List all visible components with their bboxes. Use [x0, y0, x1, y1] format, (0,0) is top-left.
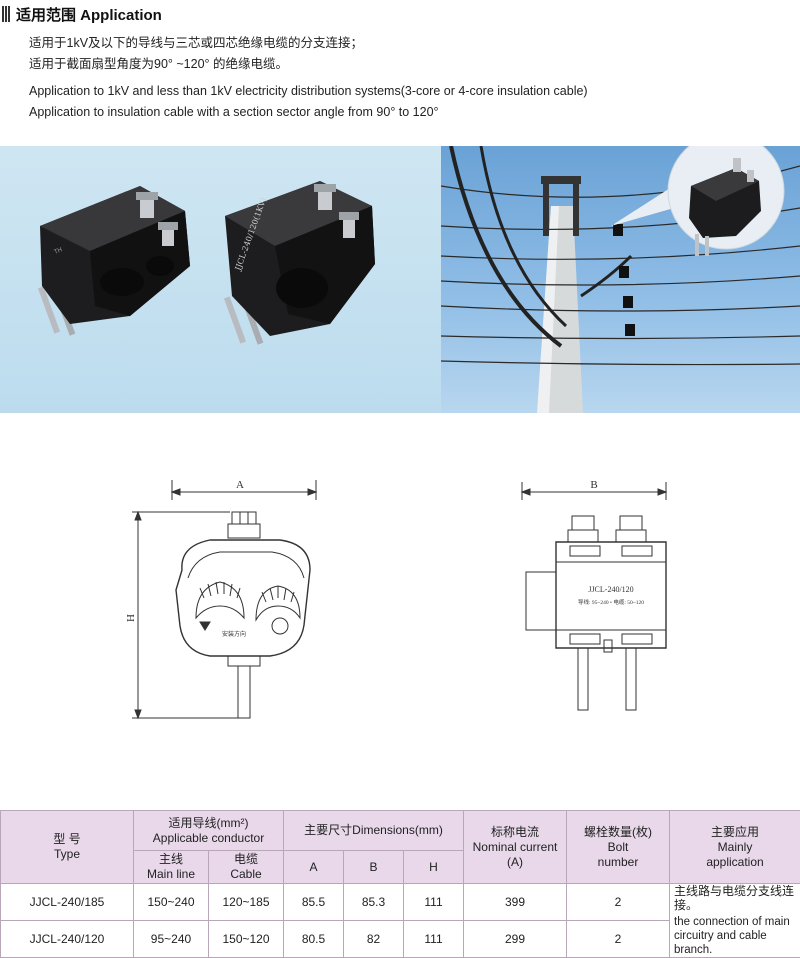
cell-type: JJCL-240/120	[1, 921, 134, 958]
product-photo: TH JJCL-240/120(1KV)	[0, 146, 441, 413]
front-view-drawing	[132, 480, 316, 718]
dim-a-label: A	[236, 479, 244, 491]
cell-b: 85.3	[344, 884, 404, 921]
cell-a: 80.5	[284, 921, 344, 958]
cell-current: 399	[464, 884, 567, 921]
connector-photo-1: TH	[38, 186, 190, 413]
header-h: H	[404, 851, 464, 884]
header-type: 型 号 Type	[1, 811, 134, 884]
section-header: 适用范围 Application	[0, 6, 162, 22]
header-b: B	[344, 851, 404, 884]
application-zh: 主线路与电缆分支线连接。	[674, 884, 800, 912]
cell-application: 主线路与电缆分支线连接。 the connection of main circ…	[670, 884, 800, 958]
intro-en-line-1: Application to 1kV and less than 1kV ele…	[29, 81, 588, 102]
cell-type: JJCL-240/185	[1, 884, 134, 921]
header-cable: 电缆 Cable	[209, 851, 284, 884]
header-main-line: 主线 Main line	[134, 851, 209, 884]
side-model-label: JJCL-240/120	[588, 585, 633, 594]
cell-bolts: 2	[567, 921, 670, 958]
header-conductor: 适用导线(mm²) Applicable conductor	[134, 811, 284, 851]
header-current: 标称电流 Nominal current (A)	[464, 811, 567, 884]
intro-en-line-2: Application to insulation cable with a s…	[29, 102, 588, 123]
cell-h: 111	[404, 884, 464, 921]
cell-main: 150~240	[134, 884, 209, 921]
installation-photo	[441, 146, 800, 413]
connector-photo-2: JJCL-240/120(1KV)	[224, 181, 375, 345]
side-view-drawing	[522, 482, 666, 710]
cell-cable: 150~120	[209, 921, 284, 958]
intro-zh-line-1: 适用于1kV及以下的导线与三芯或四芯绝缘电缆的分支连接；	[29, 33, 588, 54]
application-en: the connection of main circuitry and cab…	[674, 916, 790, 956]
cell-h: 111	[404, 921, 464, 958]
cell-bolts: 2	[567, 884, 670, 921]
front-mark-label: 安装方向	[222, 630, 246, 638]
cell-main: 95~240	[134, 921, 209, 958]
cell-a: 85.5	[284, 884, 344, 921]
table-row: JJCL-240/185 150~240 120~185 85.5 85.3 1…	[1, 884, 800, 921]
header-bar-icon	[2, 6, 10, 22]
dim-h-label: H	[125, 614, 137, 622]
section-title: 适用范围 Application	[16, 4, 162, 25]
cell-cable: 120~185	[209, 884, 284, 921]
intro-text: 适用于1kV及以下的导线与三芯或四芯绝缘电缆的分支连接； 适用于截面扇型角度为9…	[29, 33, 588, 123]
header-a: A	[284, 851, 344, 884]
intro-zh-line-2: 适用于截面扇型角度为90° ~120° 的绝缘电缆。	[29, 54, 588, 75]
cell-current: 299	[464, 921, 567, 958]
photo-strip: TH JJCL-240/120(1KV)	[0, 146, 800, 413]
side-sub-label: 导线: 95~240 • 电缆: 50~120	[578, 598, 644, 606]
cell-b: 82	[344, 921, 404, 958]
dim-b-label: B	[590, 479, 597, 491]
header-application: 主要应用 Mainly application	[670, 811, 800, 884]
header-bolts: 螺栓数量(枚) Bolt number	[567, 811, 670, 884]
header-dimensions: 主要尺寸Dimensions(mm)	[284, 811, 464, 851]
technical-drawings: A H 安装方向 B JJC	[0, 470, 800, 730]
spec-table: 型 号 Type 适用导线(mm²) Applicable conductor …	[0, 810, 800, 958]
